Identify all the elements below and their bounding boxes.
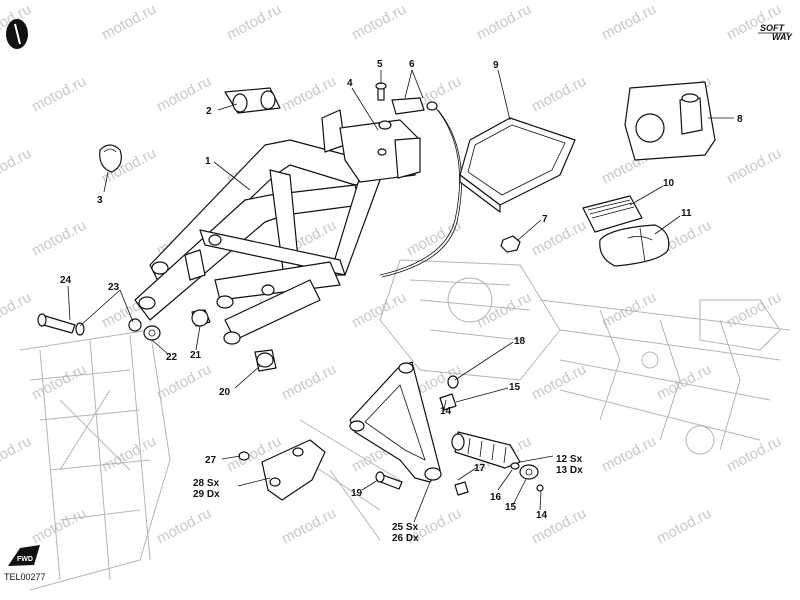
hanger-bolt bbox=[375, 471, 403, 490]
tool-bag bbox=[599, 224, 670, 267]
watermark-text: motod.ru bbox=[29, 361, 89, 404]
watermark-text: motod.ru bbox=[599, 433, 659, 476]
callout-25: 25 Sx bbox=[392, 522, 419, 533]
callout-4: 4 bbox=[347, 78, 353, 89]
callout-19: 19 bbox=[351, 488, 363, 499]
storage-tray bbox=[459, 117, 576, 213]
watermark-text: motod.ru bbox=[654, 505, 714, 548]
watermark-text: motod.ru bbox=[224, 1, 284, 44]
watermark-text: motod.ru bbox=[654, 361, 714, 404]
callout-11: 11 bbox=[681, 208, 692, 219]
watermark-text: motod.ru bbox=[0, 145, 34, 188]
footpeg-hanger bbox=[349, 361, 442, 483]
watermark-text: motod.ru bbox=[474, 289, 534, 332]
callout-1: 1 bbox=[205, 156, 211, 167]
catalog-logo bbox=[6, 19, 28, 49]
callout-8: 8 bbox=[737, 114, 743, 125]
seat-lock-bracket bbox=[321, 109, 421, 183]
callout-6: 6 bbox=[409, 59, 415, 70]
callout-27: 27 bbox=[205, 455, 217, 466]
callout-9: 9 bbox=[493, 60, 499, 71]
rear-subframe bbox=[134, 139, 381, 345]
callout-13: 13 Dx bbox=[556, 465, 583, 476]
callout-29: 29 Dx bbox=[193, 489, 220, 500]
watermark-text: motod.ru bbox=[154, 361, 214, 404]
clip-ring bbox=[99, 144, 122, 173]
callout-20: 20 bbox=[219, 387, 231, 398]
watermark-text: motod.ru bbox=[279, 505, 339, 548]
bolt-washer-set bbox=[37, 313, 161, 341]
watermark-text: motod.ru bbox=[0, 433, 34, 476]
watermark-text: motod.ru bbox=[349, 289, 409, 332]
callout-15-upper: 15 bbox=[509, 382, 521, 393]
callout-10: 10 bbox=[663, 178, 675, 189]
upper-bolt bbox=[447, 375, 459, 389]
callout-14-lower: 14 bbox=[536, 510, 548, 521]
ghost-main-frame bbox=[19, 259, 791, 591]
watermark-text: motod.ru bbox=[99, 1, 159, 44]
watermark-text: motod.ru bbox=[279, 361, 339, 404]
heel-guard bbox=[238, 439, 326, 501]
nut bbox=[500, 235, 521, 253]
callout-3: 3 bbox=[97, 195, 103, 206]
footpeg-fixings bbox=[439, 393, 544, 496]
leader-lines bbox=[67, 69, 734, 523]
fwd-label: FWD bbox=[17, 556, 33, 563]
tail-cover bbox=[624, 81, 716, 161]
watermark-text: motod.ru bbox=[0, 289, 34, 332]
callout-7: 7 bbox=[542, 214, 548, 225]
watermark-text: motod.ru bbox=[349, 1, 409, 44]
watermark-text: motod.ru bbox=[724, 145, 784, 188]
callout-17: 17 bbox=[474, 463, 486, 474]
callout-16: 16 bbox=[490, 492, 502, 503]
watermark-text: motod.ru bbox=[599, 1, 659, 44]
callout-21: 21 bbox=[190, 350, 202, 361]
fwd-arrow-icon: FWD bbox=[8, 545, 40, 566]
watermark-text: motod.ru bbox=[529, 361, 589, 404]
watermark-text: motod.ru bbox=[724, 433, 784, 476]
callout-28: 28 Sx bbox=[193, 478, 220, 489]
callout-23: 23 bbox=[108, 282, 120, 293]
callout-15-lower: 15 bbox=[505, 502, 517, 513]
watermark-text: motod.ru bbox=[474, 1, 534, 44]
callout-12: 12 Sx bbox=[556, 454, 583, 465]
drawing-code: TEL00277 bbox=[4, 572, 46, 582]
callout-labels: 1 2 3 4 5 6 7 8 9 10 11 12 Sx 13 Dx 14 1… bbox=[60, 59, 743, 544]
watermark-text: motod.ru bbox=[279, 73, 339, 116]
watermark-text: motod.ru bbox=[599, 289, 659, 332]
softway-logo: SOFT WAY bbox=[758, 23, 793, 42]
brand-line2: WAY bbox=[772, 32, 793, 42]
watermark-text: motod.ru bbox=[529, 73, 589, 116]
callout-14-upper: 14 bbox=[440, 406, 452, 417]
watermark-text: motod.ru bbox=[724, 289, 784, 332]
callout-18: 18 bbox=[514, 336, 526, 347]
lock-cable bbox=[375, 82, 462, 278]
brand-line1: SOFT bbox=[760, 23, 786, 33]
watermark-text: motod.ru bbox=[154, 505, 214, 548]
watermark-text: motod.ru bbox=[29, 505, 89, 548]
callout-26: 26 Dx bbox=[392, 533, 419, 544]
owners-manual bbox=[582, 195, 643, 233]
watermark-text: motod.ru bbox=[404, 217, 464, 260]
watermark-text: motod.ru bbox=[29, 217, 89, 260]
callout-24: 24 bbox=[60, 275, 72, 286]
cable-clamp bbox=[224, 87, 281, 114]
watermark-text: motod.ru bbox=[29, 73, 89, 116]
callout-22: 22 bbox=[166, 352, 178, 363]
callout-2: 2 bbox=[206, 106, 212, 117]
callout-5: 5 bbox=[377, 59, 383, 70]
